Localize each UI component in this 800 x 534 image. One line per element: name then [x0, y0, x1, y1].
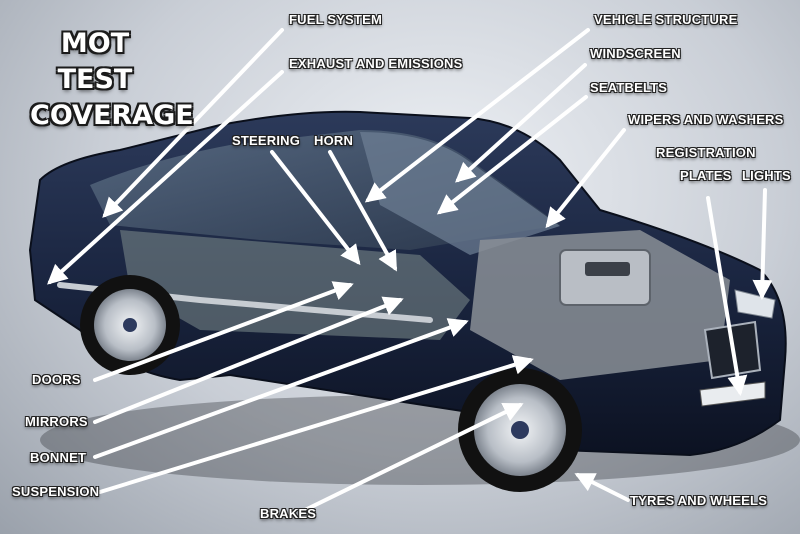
arrow-suspension [98, 355, 534, 494]
arrow-steering [270, 150, 361, 266]
arrow-horn [328, 150, 397, 272]
label-mirrors: MIRRORS [25, 414, 88, 429]
label-doors: DOORS [32, 372, 81, 387]
label-registration-line2: PLATES [680, 168, 732, 183]
engine-cover [585, 262, 630, 276]
arrow-doors [93, 281, 354, 382]
arrow-brakes [303, 403, 524, 512]
front-wheel [458, 368, 582, 492]
rear-wheel [80, 275, 180, 375]
arrow-wipers [545, 128, 626, 229]
arrow-tyres [574, 473, 630, 502]
pointer-arrows [47, 28, 773, 512]
diagram-title: MOT TEST COVERAGE [30, 26, 194, 134]
label-wipers: WIPERS AND WASHERS [628, 112, 784, 127]
label-tyres: TYRES AND WHEELS [630, 493, 768, 508]
label-horn: HORN [314, 133, 354, 148]
label-fuel-system: FUEL SYSTEM [289, 12, 382, 27]
arrow-registration [706, 196, 748, 396]
label-suspension: SUSPENSION [12, 484, 100, 499]
arrow-exhaust [47, 70, 284, 285]
label-steering: STEERING [232, 133, 301, 148]
label-windscreen: WINDSCREEN [590, 46, 681, 61]
arrow-vehicle-structure [364, 28, 590, 203]
arrow-lights [752, 188, 773, 300]
engine-block [559, 249, 651, 306]
arrow-fuel-system [102, 28, 284, 218]
label-brakes: BRAKES [260, 506, 317, 521]
windscreen-glass [360, 132, 560, 255]
label-bonnet: BONNET [30, 450, 87, 465]
title-line-2: COVERAGE [30, 100, 194, 131]
arrow-bonnet [93, 318, 469, 459]
label-exhaust: EXHAUST AND EMISSIONS [289, 56, 463, 71]
arrow-mirrors [93, 296, 404, 424]
label-seatbelts: SEATBELTS [590, 80, 668, 95]
label-lights: LIGHTS [742, 168, 791, 183]
arrow-seatbelts [436, 95, 588, 215]
label-registration-line1: REGISTRATION [656, 145, 756, 160]
arrow-windscreen [455, 63, 587, 183]
label-vehicle-structure: VEHICLE STRUCTURE [594, 12, 738, 27]
title-line-1: MOT TEST [57, 28, 133, 95]
